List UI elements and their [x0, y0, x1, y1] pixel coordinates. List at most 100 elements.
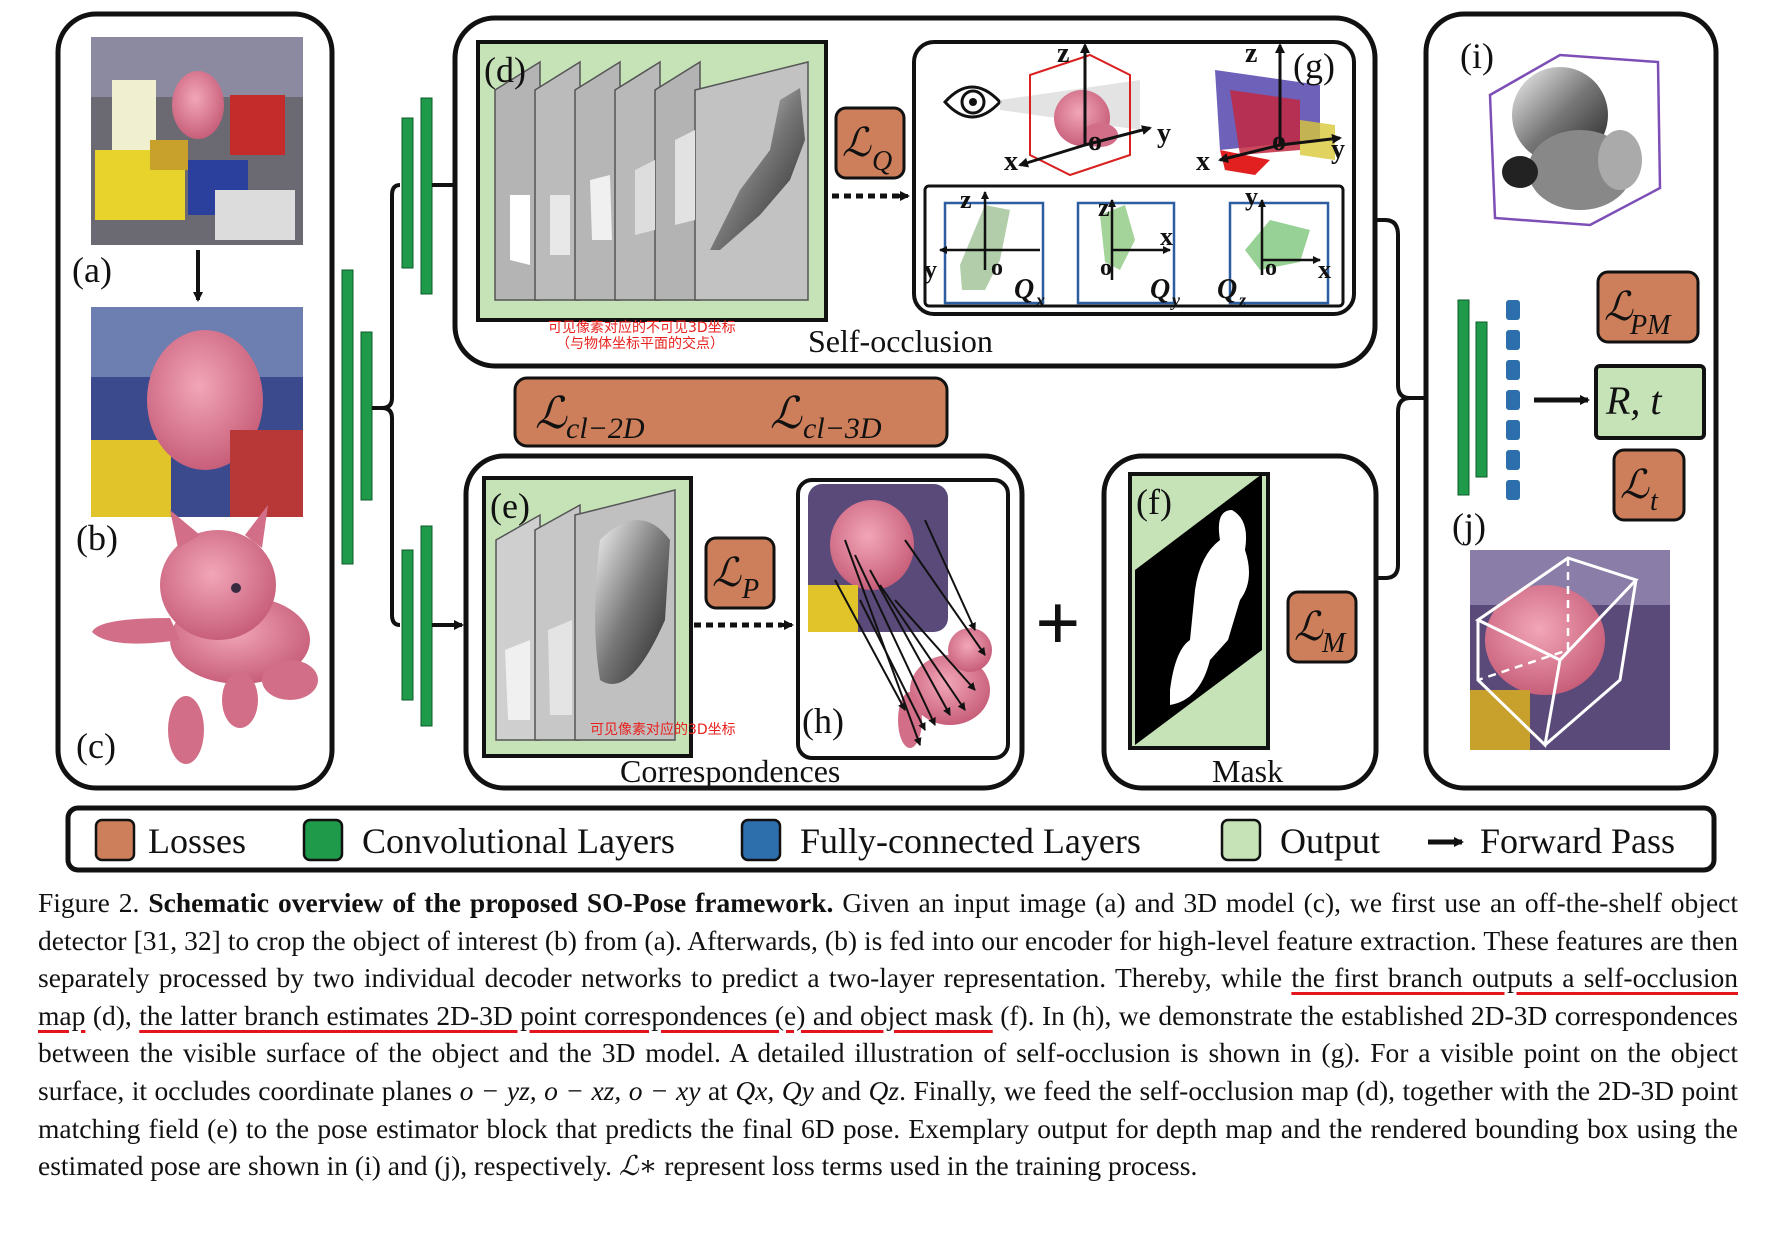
caption-s6: . Finally, we feed the self-occlusion ma…	[38, 1074, 1739, 1182]
loss-Lcl3d-sub: cl−3D	[803, 412, 882, 445]
loss-Lcl3d-symbol: ℒ	[770, 389, 803, 438]
label-e: (e)	[490, 486, 530, 526]
cat-model-c	[92, 505, 318, 764]
legend-forward: Forward Pass	[1480, 821, 1675, 861]
loss-LP-sub: P	[741, 574, 759, 605]
loss-LQ-symbol: ℒ	[842, 120, 872, 165]
depth-render-i	[1488, 53, 1662, 227]
h-crop-image	[808, 484, 948, 632]
loss-LQ	[834, 106, 906, 180]
pose-fc-layer	[1506, 300, 1520, 500]
section-correspondences: Correspondences	[620, 753, 840, 789]
qz-axis-y: y	[1245, 182, 1258, 211]
g-axis-z1: z	[1057, 38, 1069, 69]
label-c: (c)	[76, 726, 116, 766]
loss-Lcl2d-sub: cl−2D	[566, 412, 645, 445]
qy-axis-o: o	[1100, 255, 1112, 281]
g-axis-y1: y	[1157, 118, 1171, 149]
cropped-image-b	[91, 307, 303, 517]
section-mask: Mask	[1212, 753, 1283, 789]
caption-math-lstar: ℒ∗	[618, 1150, 658, 1182]
annotation-e: 可见像素对应的3D坐标	[590, 721, 736, 738]
annotation-d-line2: （与物体坐标平面的交点）	[556, 335, 724, 352]
qx-sub: x	[1035, 290, 1045, 310]
label-a: (a)	[72, 250, 112, 290]
caption-s2: (d),	[85, 999, 140, 1031]
loss-LP-symbol: ℒ	[712, 550, 742, 595]
label-f: (f)	[1136, 482, 1172, 522]
loss-Lt-sub: t	[1650, 486, 1659, 517]
pose-conv-1	[1457, 299, 1470, 496]
annotation-d-line1: 可见像素对应的不可见3D坐标	[548, 319, 736, 336]
legend-swatch-conv	[302, 818, 344, 862]
caption-underline-2: the latter branch estimates 2D-3D point …	[139, 999, 993, 1031]
qx-axis-z: z	[960, 185, 972, 214]
loss-LP	[704, 536, 776, 610]
loss-Lcl	[513, 376, 949, 448]
legend-output: Output	[1280, 821, 1380, 861]
qz-axis-x: x	[1318, 255, 1331, 284]
legend-swatch-output	[1220, 818, 1262, 862]
figure-caption: Figure 2. Schematic overview of the prop…	[38, 884, 1738, 1185]
decoder-bottom-conv-2	[420, 525, 433, 727]
label-j: (j)	[1452, 506, 1486, 546]
loss-LQ-sub: Q	[872, 146, 892, 177]
legend-losses: Losses	[148, 821, 246, 861]
q-planes-panel	[923, 184, 1345, 308]
loss-LPM-symbol: ℒ	[1604, 284, 1634, 329]
qy-axis-x: x	[1160, 222, 1173, 251]
qz-sub: z	[1238, 290, 1246, 310]
mask-silhouette	[1170, 510, 1249, 705]
loss-Lcl2d-symbol: ℒ	[535, 389, 568, 438]
caption-figure-no: Figure 2.	[38, 887, 140, 918]
caption-s7: represent loss terms used in the trainin…	[657, 1150, 1198, 1182]
qy-axis-z: z	[1098, 193, 1110, 222]
encoder-conv-2	[360, 331, 373, 501]
output-Rt	[1594, 364, 1706, 440]
qy-sub: y	[1170, 290, 1181, 310]
qz-label: Q	[1217, 274, 1237, 305]
qx-label: Q	[1014, 274, 1034, 305]
g-axis-o2: o	[1272, 126, 1286, 157]
section-self-occlusion: Self-occlusion	[808, 323, 993, 359]
qy-label: Q	[1150, 274, 1170, 305]
qx-axis-y: y	[924, 255, 937, 284]
bbox-render-j	[1470, 550, 1670, 750]
decoder-bottom-conv-1	[401, 549, 414, 701]
loss-LM-symbol: ℒ	[1294, 604, 1324, 649]
caption-math-planes: o − yz, o − xz, o − xy	[459, 1074, 701, 1106]
qz-frame	[1228, 201, 1330, 305]
h-correspondence-lines	[834, 519, 986, 746]
label-g: (g)	[1293, 46, 1335, 86]
qy-frame	[1076, 201, 1176, 305]
decoder-top-conv-2	[420, 97, 433, 295]
caption-s1: Given an input image (a) and 3D model (c…	[38, 887, 1738, 994]
qz-axis-o: o	[1265, 255, 1277, 281]
loss-Lt-symbol: ℒ	[1620, 462, 1650, 507]
loss-LM-sub: M	[1321, 628, 1347, 659]
loss-LPM-sub: PM	[1629, 310, 1672, 341]
legend-fc: Fully-connected Layers	[800, 821, 1141, 861]
caption-math-qxy: Qx, Qy	[735, 1074, 814, 1106]
g-axis-o1: o	[1088, 126, 1102, 157]
pose-conv-2	[1475, 321, 1488, 478]
g-axis-x2: x	[1196, 146, 1210, 177]
g-axis-z2: z	[1245, 38, 1257, 69]
output-Rt-text: R, t	[1605, 378, 1662, 423]
label-h: (h)	[802, 701, 844, 741]
input-image-a	[91, 37, 303, 245]
label-d: (d)	[484, 50, 526, 90]
encoder-conv-1	[341, 269, 354, 565]
caption-s4: at	[700, 1074, 736, 1106]
legend-swatch-fc	[740, 818, 782, 862]
g-point-cloud	[1215, 70, 1335, 175]
loss-Lt	[1612, 448, 1686, 522]
legend-conv: Convolutional Layers	[362, 821, 675, 861]
d-layer-stack	[494, 60, 809, 301]
caption-title: Schematic overview of the proposed SO-Po…	[148, 887, 834, 918]
g-red-box-cat	[1029, 53, 1131, 177]
decoder-top-conv-1	[401, 117, 414, 269]
e-layer-stack	[495, 489, 676, 741]
legend-swatch-losses	[94, 818, 136, 862]
g-axis-x1: x	[1004, 146, 1018, 177]
